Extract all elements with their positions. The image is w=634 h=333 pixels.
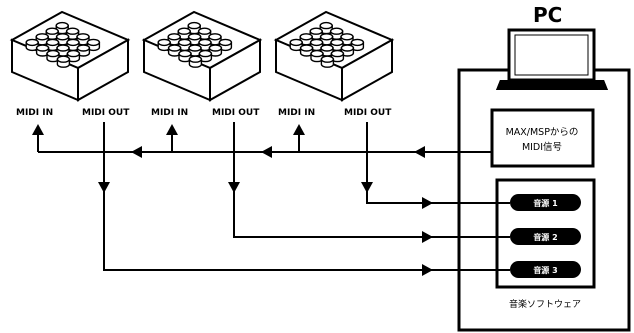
arrow-up-icon [166, 124, 178, 135]
arrow-right-icon [422, 231, 433, 243]
arrow-right-icon [422, 197, 433, 209]
midi-device-2 [144, 12, 260, 100]
device-2-midi-in-label: MIDI IN [151, 108, 188, 118]
device-1-midi-out-label: MIDI OUT [82, 108, 130, 118]
device-3-midi-in-label: MIDI IN [278, 108, 315, 118]
sound-source-1-label: 音源 1 [533, 198, 558, 208]
midi-out-line-1 [98, 122, 510, 276]
max-msp-box [492, 110, 593, 166]
midi-device-1 [12, 12, 128, 100]
arrow-left-icon [414, 146, 425, 158]
device-3-midi-out-label: MIDI OUT [344, 108, 392, 118]
arrow-up-icon [293, 124, 305, 135]
sound-source-2-label: 音源 2 [533, 232, 557, 242]
max-msp-label-line2: MIDI信号 [522, 141, 562, 153]
pc-title: PC [533, 3, 562, 27]
midi-device-3 [276, 12, 392, 100]
sound-source-3-label: 音源 3 [533, 265, 557, 275]
arrow-down-icon [98, 182, 110, 193]
laptop-icon-redraw [496, 30, 608, 90]
device-2-midi-out-label: MIDI OUT [212, 108, 260, 118]
max-msp-label-line1: MAX/MSPからの [506, 127, 579, 138]
arrow-down-icon [361, 182, 373, 193]
arrow-left-icon [131, 146, 142, 158]
arrow-down-icon [228, 182, 240, 193]
arrow-right-icon [422, 264, 433, 276]
arrow-left-icon [261, 146, 272, 158]
music-software-label: 音楽ソフトウェア [509, 298, 581, 310]
arrow-up-icon [32, 124, 44, 135]
midi-out-line-3 [361, 122, 510, 209]
device-1-midi-in-label: MIDI IN [16, 108, 53, 118]
midi-in-bus [32, 124, 492, 158]
